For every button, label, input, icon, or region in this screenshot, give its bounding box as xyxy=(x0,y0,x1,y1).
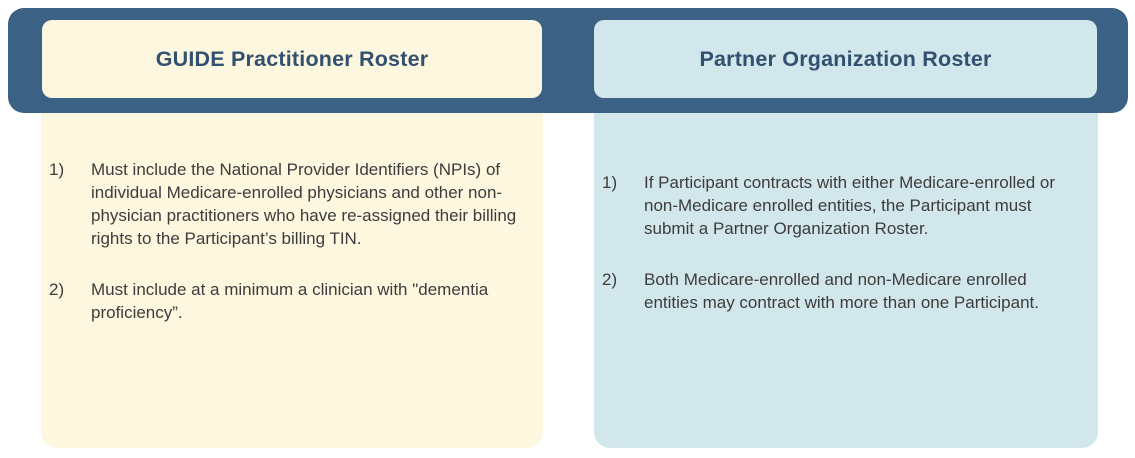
list-item-number: 1) xyxy=(49,160,65,179)
guide-practitioner-roster-header: GUIDE Practitioner Roster xyxy=(42,20,542,98)
guide-practitioner-roster-list: 1) Must include the National Provider Id… xyxy=(41,98,543,324)
list-item-text: Must include the National Provider Ident… xyxy=(91,160,517,248)
list-item-text: Both Medicare-enrolled and non-Medicare … xyxy=(644,270,1039,312)
list-item-number: 2) xyxy=(49,280,65,299)
panel-title: Partner Organization Roster xyxy=(699,46,992,71)
list-item-number: 1) xyxy=(602,173,618,192)
panel-title: GUIDE Practitioner Roster xyxy=(155,46,429,71)
list-item: 1) Must include the National Provider Id… xyxy=(49,158,533,250)
list-item-text: Must include at a minimum a clinician wi… xyxy=(91,280,489,322)
partner-organization-roster-panel: 1) If Participant contracts with either … xyxy=(594,98,1098,448)
guide-practitioner-roster-panel: 1) Must include the National Provider Id… xyxy=(41,98,543,448)
list-item-number: 2) xyxy=(602,270,618,289)
partner-organization-roster-list: 1) If Participant contracts with either … xyxy=(594,98,1098,314)
partner-organization-roster-header: Partner Organization Roster xyxy=(594,20,1097,98)
list-item: 1) If Participant contracts with either … xyxy=(602,171,1088,240)
list-item: 2) Both Medicare-enrolled and non-Medica… xyxy=(602,268,1088,314)
list-item-text: If Participant contracts with either Med… xyxy=(644,173,1056,238)
list-item: 2) Must include at a minimum a clinician… xyxy=(49,278,533,324)
